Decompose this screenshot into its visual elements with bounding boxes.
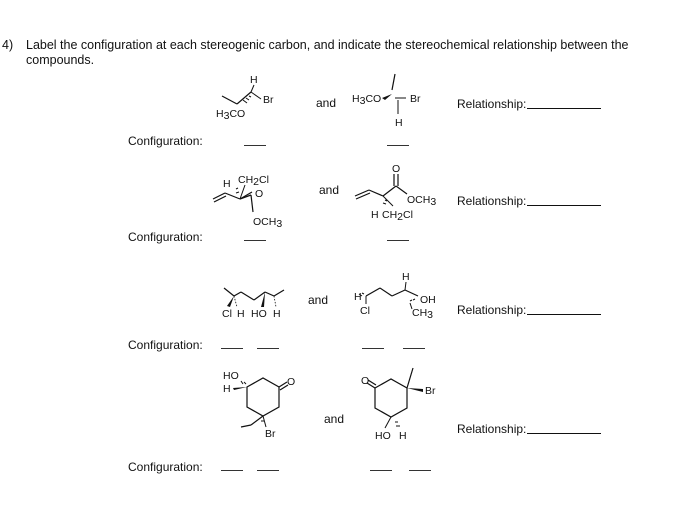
row4-right-h: H: [399, 430, 407, 442]
row4-left-br: Br: [265, 428, 276, 440]
row2-right-o: O: [392, 163, 400, 175]
atom-label: CH3: [412, 307, 433, 321]
atom-label: H3CO: [216, 108, 245, 122]
row3-configuration-label: Configuration:: [128, 338, 203, 352]
row3-blank-4[interactable]: [403, 348, 425, 349]
atom-label: OCH3: [253, 216, 282, 230]
row3-blank-3[interactable]: [362, 348, 384, 349]
row4-left-o: O: [287, 376, 295, 388]
row2-left-molecule: H CH2Cl O OCH3: [212, 174, 282, 230]
row2-blank-right[interactable]: [387, 240, 409, 241]
row4-blank-4[interactable]: [409, 470, 431, 471]
row2-blank-left[interactable]: [244, 240, 266, 241]
row4-left-ho: HO: [223, 370, 239, 382]
row4-left-h: H: [223, 383, 231, 395]
row4-left-molecule: HO H O Br: [223, 370, 295, 440]
row3-left-molecule: Cl H HO H: [222, 287, 285, 320]
row2-left-o: O: [255, 188, 263, 200]
row3-relationship: Relationship:: [457, 303, 602, 317]
row1-right-h: H: [395, 117, 403, 129]
row3-right-oh: OH: [420, 294, 436, 306]
row4-right-molecule: O Br HO H: [361, 367, 436, 442]
row4-right-o: O: [361, 375, 369, 387]
row3-blank-2[interactable]: [257, 348, 279, 349]
row3-relationship-blank[interactable]: [527, 314, 602, 315]
row4-relationship: Relationship:: [457, 422, 602, 436]
row2-relationship-blank[interactable]: [527, 205, 602, 206]
row3-right-h-left: H: [354, 291, 362, 303]
row4-configuration-label: Configuration:: [128, 460, 203, 474]
atom-label: CH2Cl: [382, 209, 413, 223]
row3-right-cl: Cl: [360, 305, 370, 317]
row4-blank-3[interactable]: [370, 470, 392, 471]
row1-blank-right[interactable]: [387, 145, 409, 146]
row4-and: and: [324, 412, 345, 426]
row2-right-h: H: [371, 209, 379, 221]
row3-right-h-top: H: [402, 271, 410, 283]
row1-relationship: Relationship:: [457, 97, 602, 111]
row3-left-ho: HO: [251, 308, 267, 320]
atom-label: CH2Cl: [238, 174, 269, 188]
atom-label: OCH3: [407, 194, 436, 208]
row2-left-h: H: [223, 178, 231, 190]
row3-and: and: [308, 293, 329, 307]
row4-blank-2[interactable]: [257, 470, 279, 471]
row4-right-ho: HO: [375, 430, 391, 442]
row4-relationship-blank[interactable]: [527, 433, 602, 434]
row2-right-molecule: O OCH3 H CH2Cl: [354, 163, 436, 223]
question-number: 4): [2, 38, 14, 52]
row2-and: and: [319, 183, 340, 197]
row3-blank-1[interactable]: [221, 348, 243, 349]
question-text: Label the configuration at each stereoge…: [26, 38, 629, 67]
row3-left-cl: Cl: [222, 308, 232, 320]
row1-and: and: [316, 96, 337, 110]
row1-left-h: H: [250, 74, 258, 86]
row4-right-br: Br: [425, 385, 436, 397]
row3-right-molecule: H H Cl OH CH3: [354, 271, 436, 321]
row3-left-h2: H: [273, 308, 281, 320]
row1-left-br: Br: [263, 94, 274, 106]
atom-label: H3CO: [352, 93, 381, 107]
row1-configuration-label: Configuration:: [128, 134, 203, 148]
row1-blank-left[interactable]: [244, 145, 266, 146]
row1-left-molecule: H Br H3CO: [216, 74, 274, 122]
row4-blank-1[interactable]: [221, 470, 243, 471]
row1-right-molecule: H3CO Br H: [352, 73, 421, 129]
row3-left-h1: H: [237, 308, 245, 320]
row2-configuration-label: Configuration:: [128, 230, 203, 244]
row1-right-br: Br: [410, 93, 421, 105]
row1-relationship-blank[interactable]: [527, 108, 602, 109]
row2-relationship: Relationship:: [457, 194, 602, 208]
